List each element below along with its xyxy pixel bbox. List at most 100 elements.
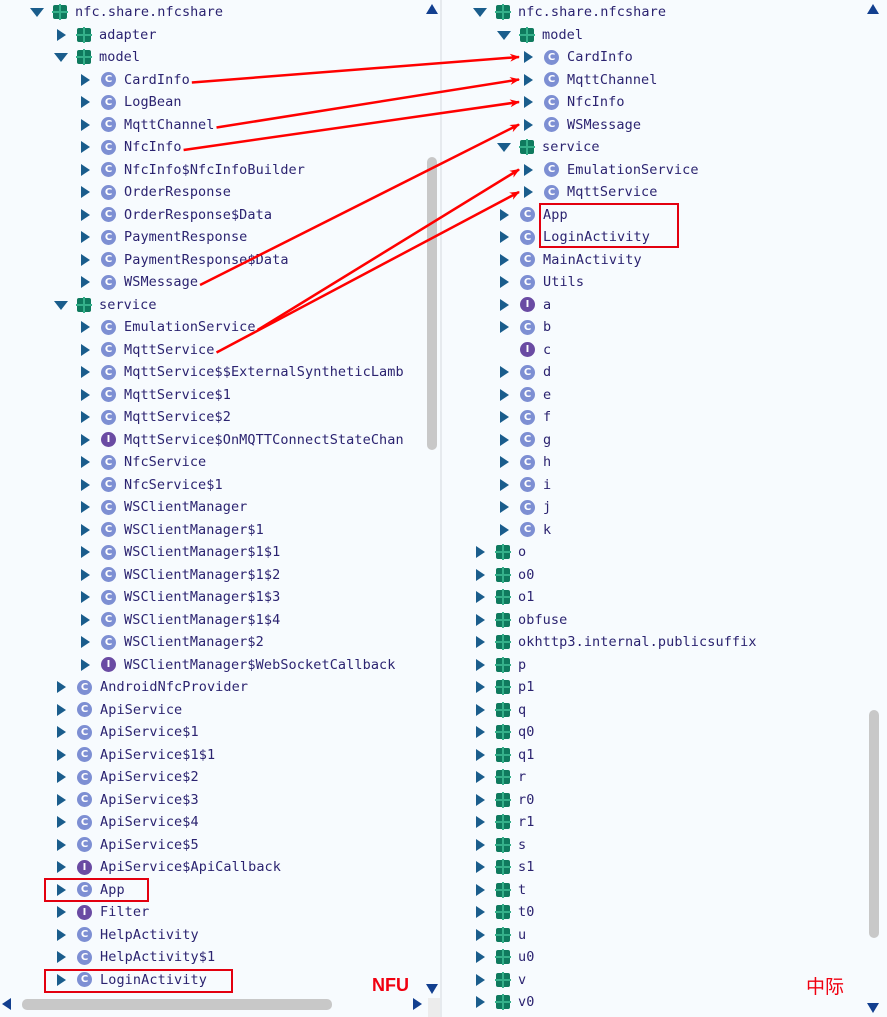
collapsed-chevron-icon[interactable]	[497, 523, 511, 537]
left-vertical-scrollbar[interactable]	[427, 157, 437, 450]
collapsed-chevron-icon[interactable]	[78, 230, 92, 244]
collapsed-chevron-icon[interactable]	[473, 883, 487, 897]
collapsed-chevron-icon[interactable]	[473, 680, 487, 694]
right-tree-item[interactable]: s1	[473, 856, 534, 878]
collapsed-chevron-icon[interactable]	[54, 793, 68, 807]
collapsed-chevron-icon[interactable]	[78, 523, 92, 537]
collapsed-chevron-icon[interactable]	[78, 433, 92, 447]
collapsed-chevron-icon[interactable]	[78, 140, 92, 154]
collapsed-chevron-icon[interactable]	[78, 388, 92, 402]
collapsed-chevron-icon[interactable]	[473, 590, 487, 604]
left-tree-item[interactable]: service	[54, 294, 157, 316]
collapsed-chevron-icon[interactable]	[54, 860, 68, 874]
right-tree-item[interactable]: obfuse	[473, 609, 567, 631]
collapsed-chevron-icon[interactable]	[54, 815, 68, 829]
right-tree-item[interactable]: t	[473, 879, 526, 901]
left-tree-item[interactable]: model	[54, 46, 140, 68]
right-tree-item[interactable]: o1	[473, 586, 534, 608]
collapsed-chevron-icon[interactable]	[473, 748, 487, 762]
collapsed-chevron-icon[interactable]	[78, 545, 92, 559]
collapsed-chevron-icon[interactable]	[497, 230, 511, 244]
collapsed-chevron-icon[interactable]	[473, 703, 487, 717]
collapsed-chevron-icon[interactable]	[473, 725, 487, 739]
collapsed-chevron-icon[interactable]	[473, 770, 487, 784]
collapsed-chevron-icon[interactable]	[521, 185, 535, 199]
collapsed-chevron-icon[interactable]	[473, 568, 487, 582]
collapsed-chevron-icon[interactable]	[78, 73, 92, 87]
collapsed-chevron-icon[interactable]	[54, 883, 68, 897]
collapsed-chevron-icon[interactable]	[54, 928, 68, 942]
right-tree-item[interactable]: r	[473, 766, 526, 788]
collapsed-chevron-icon[interactable]	[473, 860, 487, 874]
collapsed-chevron-icon[interactable]	[54, 703, 68, 717]
collapsed-chevron-icon[interactable]	[54, 973, 68, 987]
collapsed-chevron-icon[interactable]	[78, 185, 92, 199]
right-tree-item[interactable]: r0	[473, 789, 534, 811]
right-tree-item[interactable]: p1	[473, 676, 534, 698]
collapsed-chevron-icon[interactable]	[473, 658, 487, 672]
left-horizontal-scrollbar[interactable]	[22, 999, 332, 1010]
right-tree-item[interactable]: t0	[473, 901, 534, 923]
collapsed-chevron-icon[interactable]	[497, 365, 511, 379]
right-tree-item[interactable]: u0	[473, 946, 534, 968]
right-tree-item[interactable]: nfc.share.nfcshare	[473, 1, 666, 23]
collapsed-chevron-icon[interactable]	[521, 95, 535, 109]
collapsed-chevron-icon[interactable]	[473, 815, 487, 829]
collapsed-chevron-icon[interactable]	[473, 973, 487, 987]
collapsed-chevron-icon[interactable]	[497, 275, 511, 289]
collapsed-chevron-icon[interactable]	[473, 613, 487, 627]
right-tree-item[interactable]: q0	[473, 721, 534, 743]
collapsed-chevron-icon[interactable]	[521, 163, 535, 177]
collapsed-chevron-icon[interactable]	[497, 253, 511, 267]
collapsed-chevron-icon[interactable]	[78, 95, 92, 109]
collapsed-chevron-icon[interactable]	[78, 455, 92, 469]
collapsed-chevron-icon[interactable]	[78, 410, 92, 424]
collapsed-chevron-icon[interactable]	[497, 478, 511, 492]
expanded-chevron-icon[interactable]	[497, 28, 511, 42]
collapsed-chevron-icon[interactable]	[473, 545, 487, 559]
collapsed-chevron-icon[interactable]	[473, 635, 487, 649]
collapsed-chevron-icon[interactable]	[473, 950, 487, 964]
right-tree-item[interactable]: o0	[473, 564, 534, 586]
collapsed-chevron-icon[interactable]	[54, 748, 68, 762]
collapsed-chevron-icon[interactable]	[497, 433, 511, 447]
collapsed-chevron-icon[interactable]	[473, 905, 487, 919]
collapsed-chevron-icon[interactable]	[54, 680, 68, 694]
right-tree-item[interactable]: r1	[473, 811, 534, 833]
